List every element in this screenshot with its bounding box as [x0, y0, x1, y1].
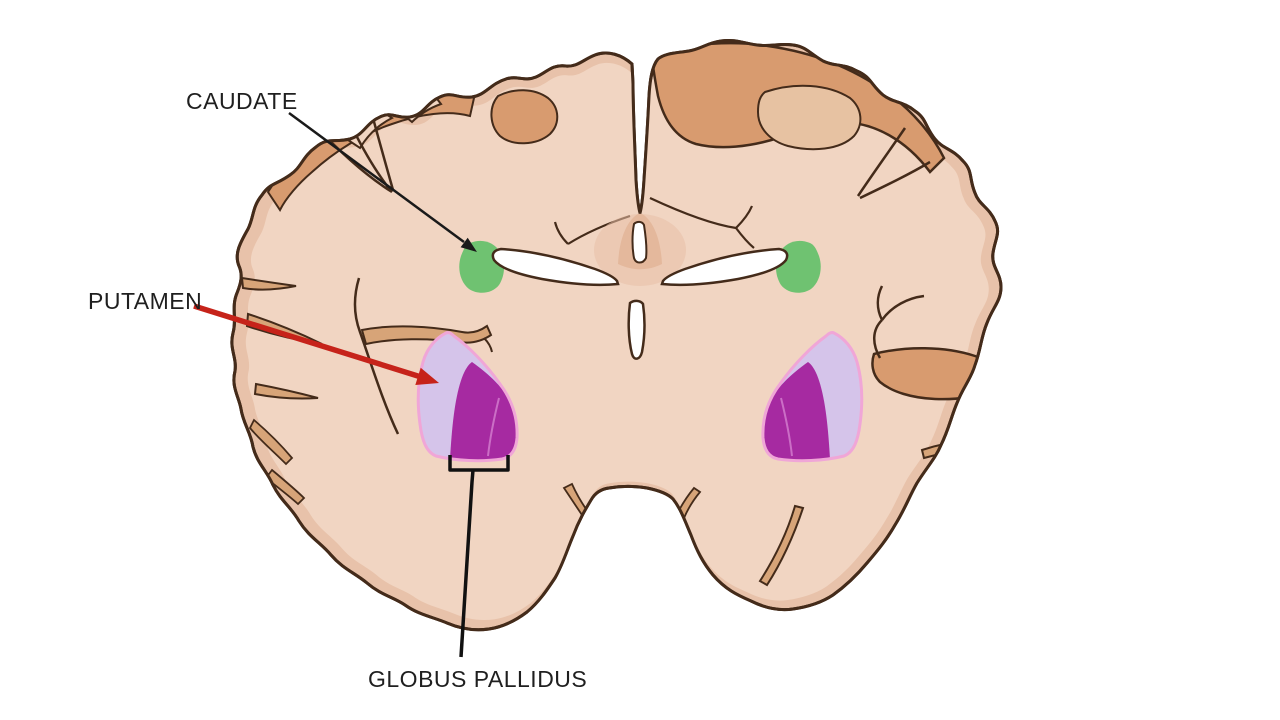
sulcus-notch-right-spike [674, 486, 702, 520]
sulci-upper-right [856, 127, 931, 200]
left-globus-pallidus [450, 362, 518, 461]
sulcus-cingulate-right [649, 197, 755, 249]
putamen-label: PUTAMEN [88, 288, 202, 314]
sulcus-left-edge-3 [253, 382, 319, 400]
sulcus-bottom-left-1 [248, 418, 294, 466]
sulcus-left-horn-fork [483, 337, 493, 353]
gyrus-patch-upper-left [490, 89, 559, 145]
sulcus-left-edge-1 [240, 276, 297, 291]
gyrus-inner-blob-top-right [756, 84, 862, 151]
right-gp-segment-line [780, 397, 793, 457]
right-lentiform-complex [761, 331, 864, 463]
right-globus-pallidus [762, 362, 830, 461]
putamen-arrow-line [193, 303, 422, 380]
caudate-label: CAUDATE [186, 88, 298, 114]
left-lateral-ventricle [491, 247, 620, 287]
right-lentiform-outline [761, 331, 864, 463]
globus-pallidus-label: GLOBUS PALLIDUS [368, 666, 587, 692]
caudate-arrow-line [288, 111, 465, 244]
sulcus-right-bottom [940, 510, 989, 536]
globus-pallidus-annotation: GLOBUS PALLIDUS [368, 455, 587, 692]
left-gp-segment-line [487, 397, 500, 457]
putamen-arrowhead [415, 367, 439, 385]
right-lateral-ventricle [660, 247, 789, 287]
sulcus-right-lobe-slit [758, 504, 805, 587]
sulcus-right-lateral-arm [873, 285, 925, 359]
caudate-arrowhead [460, 237, 477, 252]
third-ventricle-lower [627, 299, 646, 360]
putamen-annotation: PUTAMEN [88, 288, 439, 385]
globus-pallidus-bracket [448, 455, 510, 658]
caudate-annotation: CAUDATE [186, 88, 477, 252]
sulcus-left-y [353, 277, 400, 435]
third-ventricle-upper [631, 220, 648, 264]
